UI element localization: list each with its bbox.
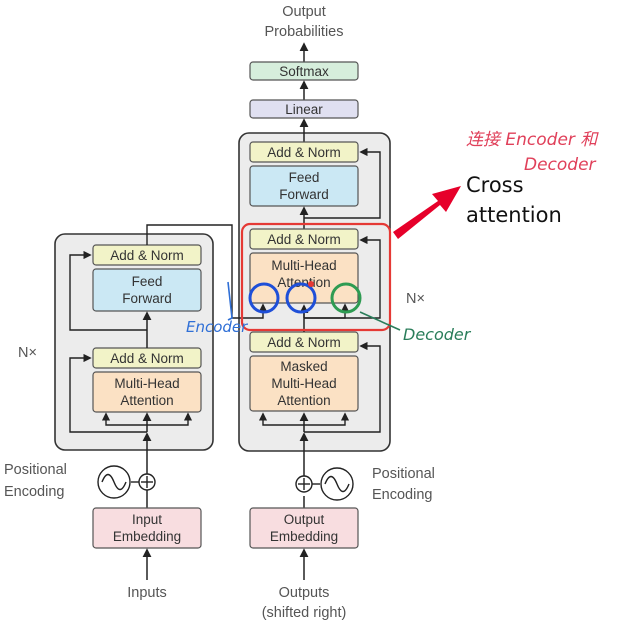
encoder-key-circle <box>248 282 280 314</box>
decoder-masked-line3: Attention <box>277 393 330 408</box>
decoder-annotation-line <box>359 311 401 331</box>
encoder-pe-line2: Encoding <box>4 484 64 500</box>
decoder-masked-line2: Multi-Head <box>271 376 336 391</box>
decoder-pe-line1: Positional <box>372 466 435 482</box>
output-probabilities-line1: Output <box>282 4 326 20</box>
decoder-mha-line2: Attention <box>277 275 330 290</box>
decoder-feed-forward <box>249 165 359 207</box>
encoder-pe-line1: Positional <box>4 462 67 478</box>
red-dot <box>308 281 314 287</box>
encoder-ff-line1: Feed <box>132 274 163 289</box>
decoder-add-norm-mid <box>249 228 359 250</box>
decoder-add-norm-top-label: Add & Norm <box>267 145 341 160</box>
input-embedding-box <box>92 507 202 549</box>
encoder-feed-forward <box>92 268 202 312</box>
output-embedding-line1: Output <box>284 512 325 527</box>
encoder-multi-head-attention <box>92 371 202 413</box>
input-embedding-line1: Input <box>132 512 162 527</box>
decoder-ff-line1: Feed <box>289 170 320 185</box>
decoder-query-circle <box>330 282 362 314</box>
decoder-masked-line1: Masked <box>280 359 327 374</box>
decoder-add-norm-bottom-label: Add & Norm <box>267 335 341 350</box>
decoder-nx: N× <box>406 291 425 307</box>
cross-attention-line2: attention <box>466 203 562 227</box>
output-embedding-box <box>249 507 359 549</box>
softmax-box <box>249 61 359 81</box>
cross-attention-arrow <box>393 186 461 239</box>
encoder-value-circle <box>285 282 317 314</box>
encoder-mha-line1: Multi-Head <box>114 376 179 391</box>
handwritten-note-line1: 连接 Encoder 和 <box>466 130 599 150</box>
encoder-ff-line2: Forward <box>122 291 172 306</box>
cross-attention-line1: Cross <box>466 173 524 197</box>
decoder-add-norm-mid-label: Add & Norm <box>267 232 341 247</box>
inputs-label: Inputs <box>127 585 167 601</box>
handwritten-note-line2: Decoder <box>524 155 597 175</box>
decoder-mha-line1: Multi-Head <box>271 258 336 273</box>
output-probabilities-line2: Probabilities <box>265 24 344 40</box>
decoder-annotation-label: Decoder <box>403 325 472 344</box>
output-embedding-line2: Embedding <box>270 529 338 544</box>
input-embedding-line2: Embedding <box>113 529 181 544</box>
linear-box <box>249 99 359 119</box>
outputs-shifted-label: (shifted right) <box>262 605 347 621</box>
cross-attention-highlight-box <box>240 222 392 332</box>
decoder-ff-line2: Forward <box>279 187 329 202</box>
linear-label: Linear <box>285 102 323 117</box>
encoder-annotation-line <box>227 281 233 321</box>
decoder-pe-line2: Encoding <box>372 487 432 503</box>
encoder-stack <box>54 233 214 451</box>
encoder-annotation-label: Encoder <box>186 318 248 336</box>
softmax-label: Softmax <box>279 64 329 79</box>
decoder-add-norm-top <box>249 141 359 163</box>
outputs-label: Outputs <box>279 585 330 601</box>
encoder-mha-line2: Attention <box>120 393 173 408</box>
encoder-add-norm-top-label: Add & Norm <box>110 248 184 263</box>
encoder-add-norm-bottom-label: Add & Norm <box>110 351 184 366</box>
encoder-nx: N× <box>18 345 37 361</box>
